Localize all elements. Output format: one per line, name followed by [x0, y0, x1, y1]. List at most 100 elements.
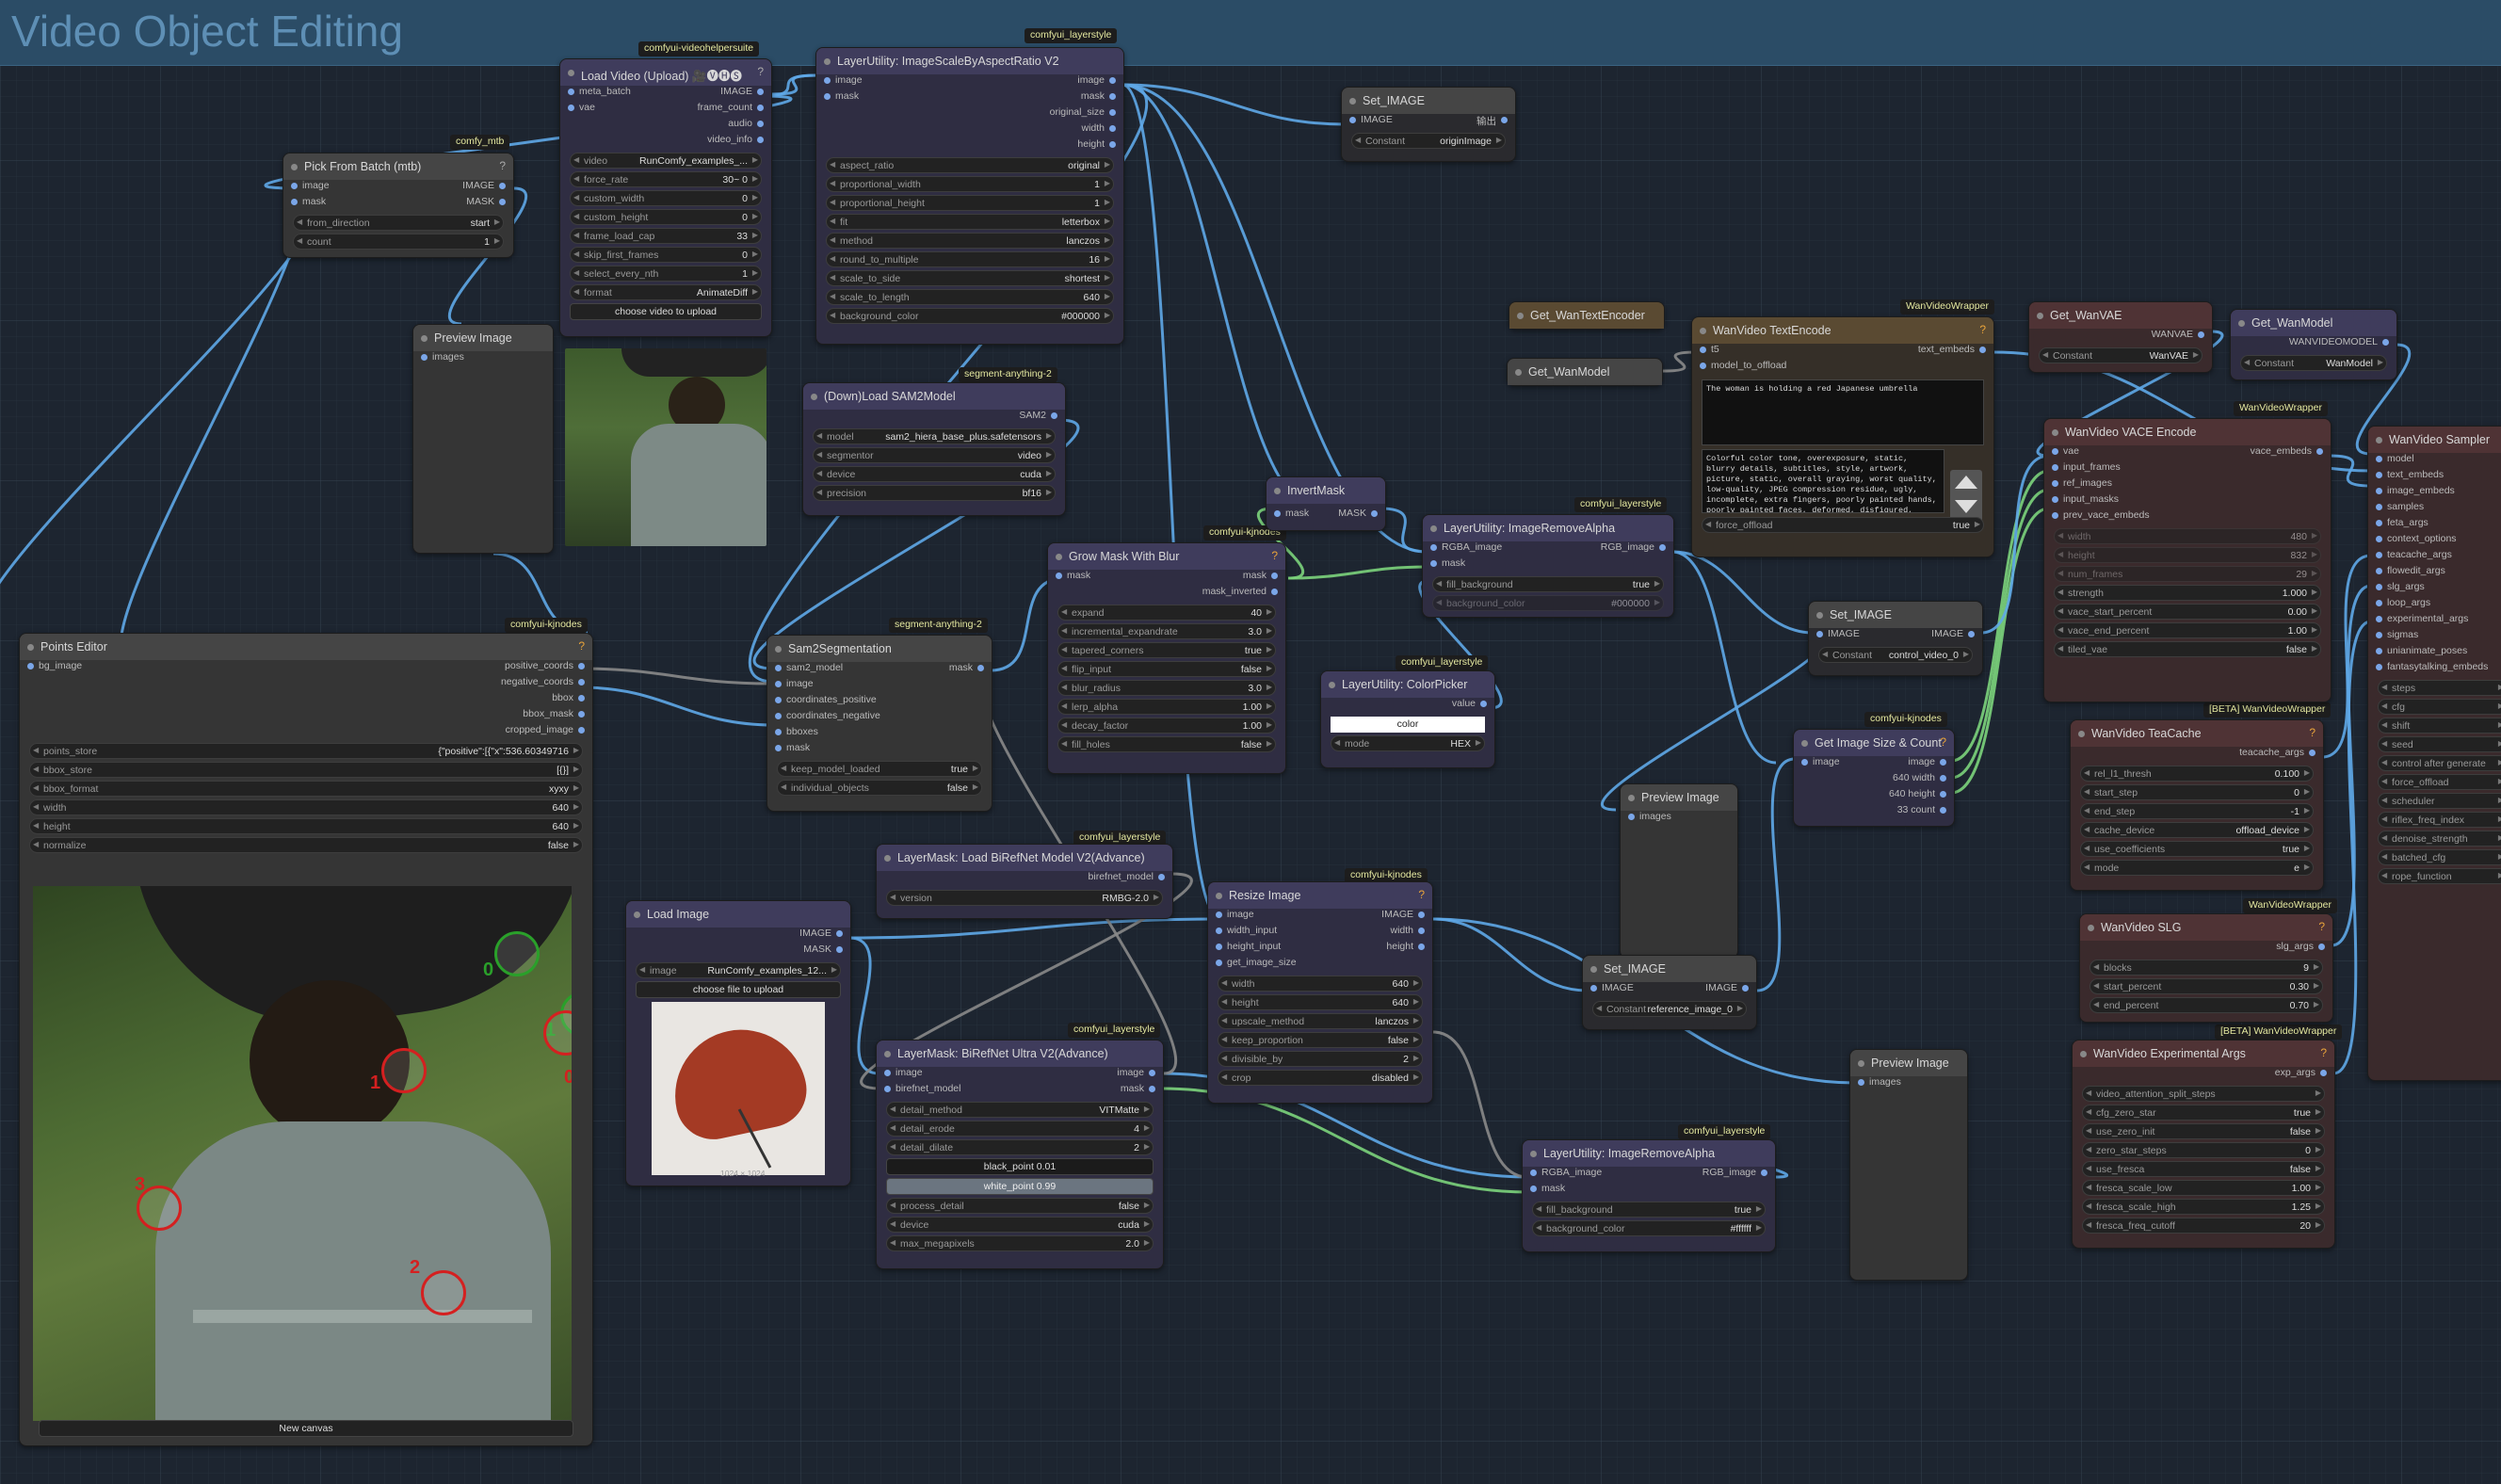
input-vae[interactable]: vae: [568, 102, 595, 113]
input-image[interactable]: image: [1216, 909, 1254, 920]
output-exp-args[interactable]: exp_args: [2274, 1067, 2328, 1078]
output-text-embeds[interactable]: text_embeds: [1917, 344, 1987, 355]
input-prev-vace-embeds[interactable]: prev_vace_embeds: [2052, 509, 2150, 521]
output-width[interactable]: width: [1081, 122, 1116, 134]
widget-batched-cfg[interactable]: batched_cfg: [2378, 849, 2501, 865]
node-image-remove-alpha-2[interactable]: LayerUtility: ImageRemoveAlpha RGBA_imag…: [1522, 1139, 1776, 1252]
output-audio[interactable]: audio: [728, 118, 764, 129]
widget-riflex-freq-index[interactable]: riflex_freq_index: [2378, 812, 2501, 828]
output-image[interactable]: IMAGE: [1705, 982, 1749, 993]
widget-steps[interactable]: steps: [2378, 680, 2501, 696]
output-birefnet-model[interactable]: birefnet_model: [1088, 871, 1166, 882]
output-mask[interactable]: mask: [948, 662, 985, 673]
widget-image[interactable]: imageRunComfy_examples_12...: [636, 962, 841, 978]
input-feta-args[interactable]: feta_args: [2376, 517, 2428, 528]
input-image[interactable]: image: [1801, 756, 1840, 767]
input-mask[interactable]: mask: [1429, 557, 1466, 569]
help-icon[interactable]: ?: [2309, 726, 2315, 739]
input-bboxes[interactable]: bboxes: [775, 726, 818, 737]
node-image-remove-alpha[interactable]: LayerUtility: ImageRemoveAlpha RGBA_imag…: [1422, 514, 1674, 618]
widget-points-store[interactable]: points_store{"positive":[{"x":536.603497…: [29, 743, 583, 759]
output-rgb-image[interactable]: RGB_image: [1600, 541, 1667, 553]
output-mask[interactable]: mask: [1120, 1083, 1156, 1094]
point-marker[interactable]: [543, 1010, 572, 1056]
black-point-slider[interactable]: black_point 0.01: [886, 1158, 1154, 1175]
output-image[interactable]: IMAGE: [1381, 909, 1425, 920]
output-vace-embeds[interactable]: vace_embeds: [2250, 445, 2324, 457]
node-birefnet-ultra[interactable]: LayerMask: BiRefNet Ultra V2(Advance) im…: [876, 1040, 1164, 1269]
input-meta-batch[interactable]: meta_batch: [568, 86, 631, 97]
input-mask[interactable]: mask: [774, 742, 811, 753]
color-swatch[interactable]: color: [1331, 717, 1485, 733]
output-bbox-mask[interactable]: bbox_mask: [523, 708, 585, 719]
output-video-info[interactable]: video_info: [707, 134, 764, 145]
white-point-slider[interactable]: white_point 0.99: [886, 1178, 1154, 1195]
help-icon[interactable]: ?: [757, 65, 764, 78]
widget-scheduler[interactable]: scheduler: [2378, 793, 2501, 809]
input-context-options[interactable]: context_options: [2376, 533, 2457, 544]
node-preview-image[interactable]: Preview Image images: [412, 324, 554, 554]
node-wanvideo-teacache[interactable]: WanVideo TeaCache ? teacache_args rel_l1…: [2070, 719, 2324, 891]
widget-rope-function[interactable]: rope_function: [2378, 868, 2501, 884]
input-text-embeds[interactable]: text_embeds: [2375, 469, 2445, 480]
output-frame-count[interactable]: frame_count: [697, 102, 765, 113]
widget-background-color[interactable]: background_color#ffffff: [1532, 1220, 1766, 1236]
help-icon[interactable]: ?: [499, 159, 506, 172]
input-input-frames[interactable]: input_frames: [2052, 461, 2121, 473]
output-image[interactable]: IMAGE: [799, 928, 843, 939]
output-count[interactable]: 33 count: [1896, 804, 1947, 815]
node-wanvideo-experimental-args[interactable]: WanVideo Experimental Args ? exp_args vi…: [2072, 1040, 2335, 1249]
input-image[interactable]: image: [775, 678, 814, 689]
input-width-input[interactable]: width_input: [1215, 925, 1278, 936]
output-height[interactable]: height: [1386, 941, 1425, 952]
choose-file-button[interactable]: choose file to upload: [636, 981, 841, 998]
input-teacache-args[interactable]: teacache_args: [2376, 549, 2452, 560]
input-vae[interactable]: vae: [2052, 445, 2079, 457]
output-height[interactable]: 640 height: [1888, 788, 1947, 799]
widget-video[interactable]: videoRunComfy_examples_...: [570, 153, 762, 169]
output-image[interactable]: image: [1908, 756, 1946, 767]
output-cropped-image[interactable]: cropped_image: [505, 724, 586, 735]
input-image[interactable]: IMAGE: [1590, 982, 1634, 993]
negative-prompt-textarea[interactable]: Colorful color tone, overexposure, stati…: [1702, 449, 1944, 513]
output-width[interactable]: width: [1390, 925, 1425, 936]
node-load-sam2-model[interactable]: (Down)Load SAM2Model SAM2 modelsam2_hier…: [802, 382, 1066, 516]
output-wanvae[interactable]: WANVAE: [2151, 329, 2205, 340]
input-birefnet-model[interactable]: birefnet_model: [883, 1083, 961, 1094]
